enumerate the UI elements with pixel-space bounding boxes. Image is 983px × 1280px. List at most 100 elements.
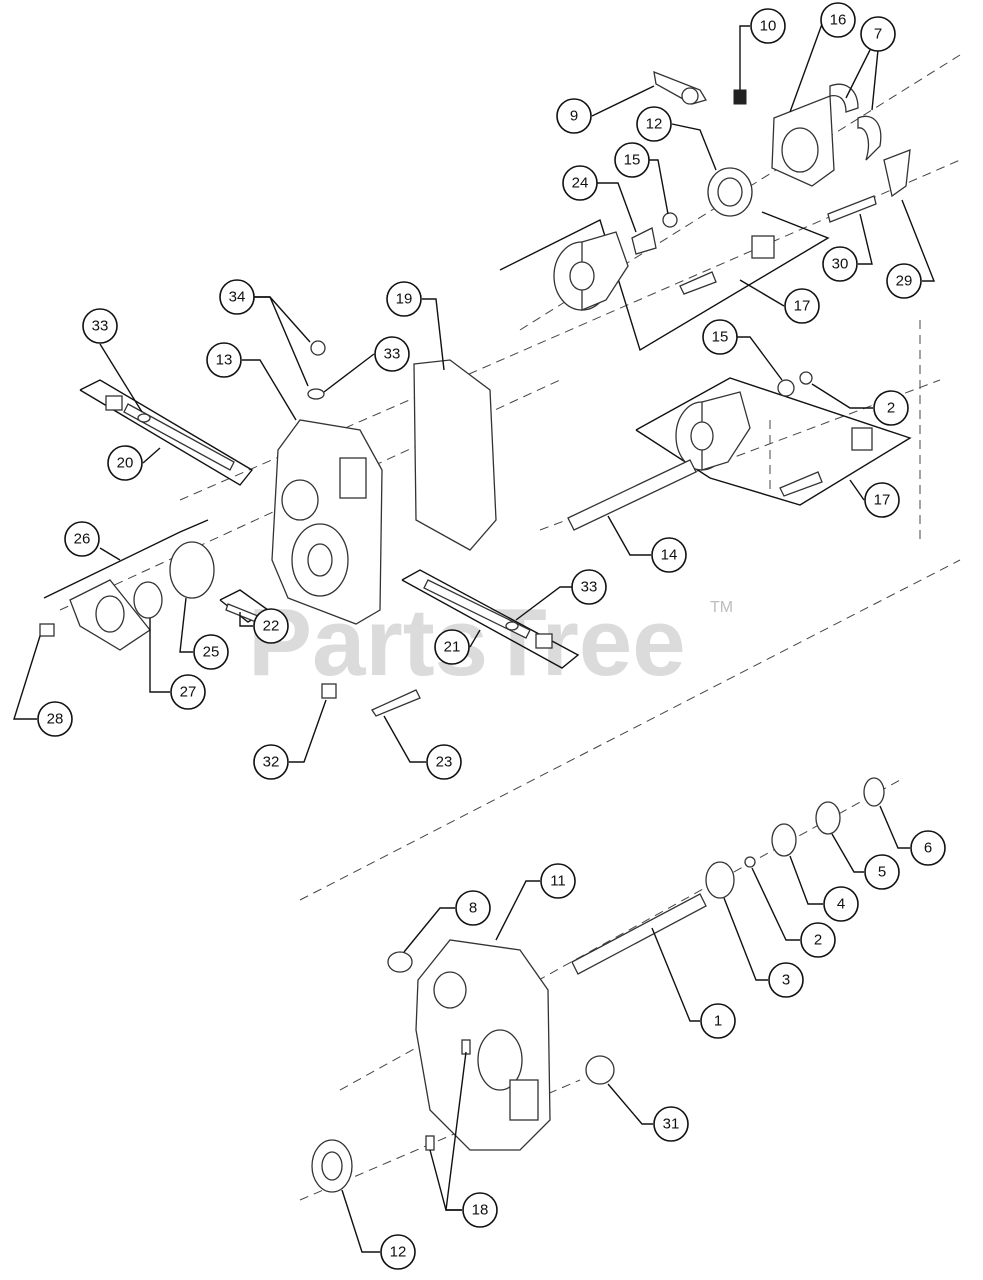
callout-label: 29 — [896, 273, 913, 290]
callout-28: 28 — [37, 701, 73, 737]
callout-6: 6 — [910, 830, 946, 866]
part-14-shaft — [567, 459, 697, 531]
callout-label: 33 — [92, 318, 109, 335]
part-27-seal — [133, 581, 163, 619]
callout-33: 33 — [82, 308, 118, 344]
part-11-housing — [415, 939, 551, 1151]
callout-circle — [873, 390, 909, 426]
callout-30: 30 — [822, 246, 858, 282]
callout-circle — [206, 342, 242, 378]
part-29-thrust-plate — [883, 149, 911, 198]
callout-circle — [636, 106, 672, 142]
callout-33: 33 — [374, 336, 410, 372]
callout-2: 2 — [873, 390, 909, 426]
callout-label: 31 — [663, 1116, 680, 1133]
part-32-plug — [321, 683, 337, 699]
part-10-key — [733, 89, 747, 105]
callout-33: 33 — [571, 569, 607, 605]
callout-label: 21 — [444, 639, 461, 656]
callout-circle — [571, 569, 607, 605]
part-21-valve — [423, 579, 553, 649]
part-2-ring-middle — [799, 371, 813, 385]
callout-circle — [823, 886, 859, 922]
callout-17: 17 — [784, 288, 820, 324]
callout-3: 3 — [768, 962, 804, 998]
callout-label: 26 — [74, 531, 91, 548]
part-15-ring-middle — [777, 379, 795, 397]
callout-15: 15 — [702, 319, 738, 355]
callout-13: 13 — [206, 342, 242, 378]
callout-label: 18 — [472, 1202, 489, 1219]
callout-label: 2 — [814, 932, 822, 949]
callout-label: 13 — [216, 352, 233, 369]
callout-circle — [910, 830, 946, 866]
callout-circle — [556, 98, 592, 134]
part-13-center-section — [271, 419, 383, 625]
callout-29: 29 — [886, 263, 922, 299]
callout-label: 2 — [887, 400, 895, 417]
callout-label: 27 — [180, 684, 197, 701]
callout-24: 24 — [562, 165, 598, 201]
callout-25: 25 — [193, 634, 229, 670]
part-1-input-shaft — [571, 893, 707, 975]
group-box-17-upper — [499, 211, 830, 352]
callout-17: 17 — [864, 482, 900, 518]
callout-26: 26 — [64, 521, 100, 557]
callout-label: 12 — [646, 116, 663, 133]
part-8-seal — [387, 951, 413, 973]
callout-circle — [768, 962, 804, 998]
part-17-cylinder-block-lower — [675, 391, 873, 497]
callout-circle — [193, 634, 229, 670]
callout-34: 34 — [219, 279, 255, 315]
part-20-valve — [105, 395, 235, 471]
group-box-20 — [79, 379, 254, 486]
callout-label: 14 — [661, 547, 678, 564]
callout-label: 34 — [229, 289, 246, 306]
callout-8: 8 — [455, 890, 491, 926]
part-7-bearing-halves — [829, 83, 882, 161]
callout-circle — [800, 922, 836, 958]
part-15-ring-upper — [662, 212, 678, 228]
callout-label: 16 — [830, 12, 847, 29]
part-9-control-arm — [653, 70, 707, 105]
callout-2: 2 — [800, 922, 836, 958]
callout-label: 25 — [203, 644, 220, 661]
callout-circle — [820, 2, 856, 38]
callout-circle — [614, 142, 650, 178]
callout-label: 12 — [390, 1244, 407, 1261]
callout-label: 19 — [396, 291, 413, 308]
part-16-swashplate-housing — [771, 95, 835, 187]
callout-10: 10 — [750, 8, 786, 44]
callout-7: 7 — [860, 16, 896, 52]
part-26-cover — [69, 579, 151, 651]
callout-14: 14 — [651, 537, 687, 573]
callout-19: 19 — [386, 281, 422, 317]
part-34-plug — [310, 340, 326, 356]
callout-circle — [107, 445, 143, 481]
part-4-washer — [771, 823, 797, 857]
callout-12: 12 — [636, 106, 672, 142]
callout-27: 27 — [170, 674, 206, 710]
callout-21: 21 — [434, 629, 470, 665]
callout-22: 22 — [253, 608, 289, 644]
callout-label: 24 — [572, 175, 589, 192]
callout-label: 20 — [117, 455, 134, 472]
callout-label: 11 — [550, 873, 566, 890]
callout-label: 30 — [832, 256, 849, 273]
callout-label: 8 — [469, 900, 477, 917]
group-box-26 — [43, 519, 209, 599]
callout-label: 7 — [874, 26, 882, 43]
callout-circle — [653, 1106, 689, 1142]
callout-circle — [380, 1234, 416, 1270]
callout-circle — [82, 308, 118, 344]
part-19-gasket — [413, 359, 497, 551]
callout-label: 5 — [878, 864, 886, 881]
part-3-bearing — [705, 861, 735, 899]
callout-circle — [886, 263, 922, 299]
callout-20: 20 — [107, 445, 143, 481]
part-12-bearing-upper — [707, 167, 753, 217]
callout-circle — [374, 336, 410, 372]
part-17-cylinder-block-upper — [553, 231, 775, 311]
